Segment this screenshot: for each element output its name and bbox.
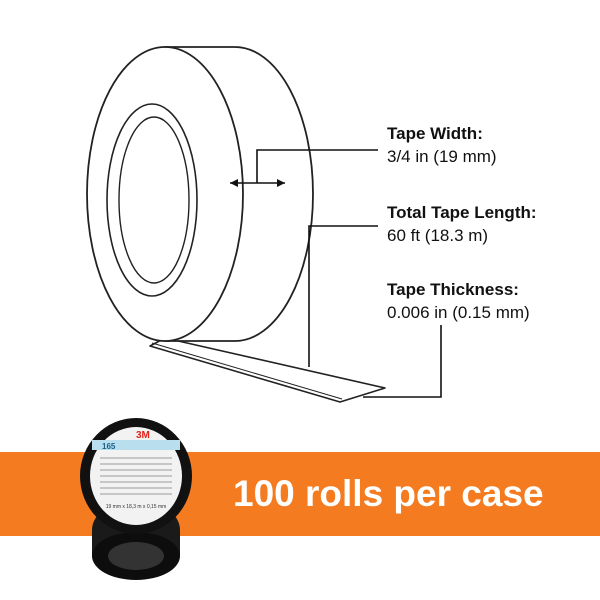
roll-core-inner xyxy=(118,116,190,284)
spec-value: 60 ft (18.3 m) xyxy=(387,226,489,245)
spec-tape-width: Tape Width: 3/4 in (19 mm) xyxy=(387,122,497,168)
spec-label: Tape Width: xyxy=(387,124,483,143)
product-brand: 3M xyxy=(136,430,150,441)
spec-value: 0.006 in (0.15 mm) xyxy=(387,303,530,322)
spec-label: Tape Thickness: xyxy=(387,280,519,299)
spec-tape-thickness: Tape Thickness: 0.006 in (0.15 mm) xyxy=(387,278,530,324)
width-dimension-arrow xyxy=(230,149,378,187)
product-model: 165 xyxy=(102,442,116,451)
length-leader-line xyxy=(308,225,378,367)
product-size-text: 19 mm x 18,3 m x 0,15 mm xyxy=(106,504,167,510)
spec-label: Total Tape Length: xyxy=(387,203,537,222)
thickness-leader-line xyxy=(363,325,442,398)
product-tape-image: 165 3M 19 mm x 18,3 m x 0,15 mm xyxy=(80,418,192,580)
spec-value: 3/4 in (19 mm) xyxy=(387,147,497,166)
banner-text: 100 rolls per case xyxy=(233,473,544,514)
spec-tape-length: Total Tape Length: 60 ft (18.3 m) xyxy=(387,201,537,247)
unrolled-tape-strip xyxy=(149,337,386,403)
